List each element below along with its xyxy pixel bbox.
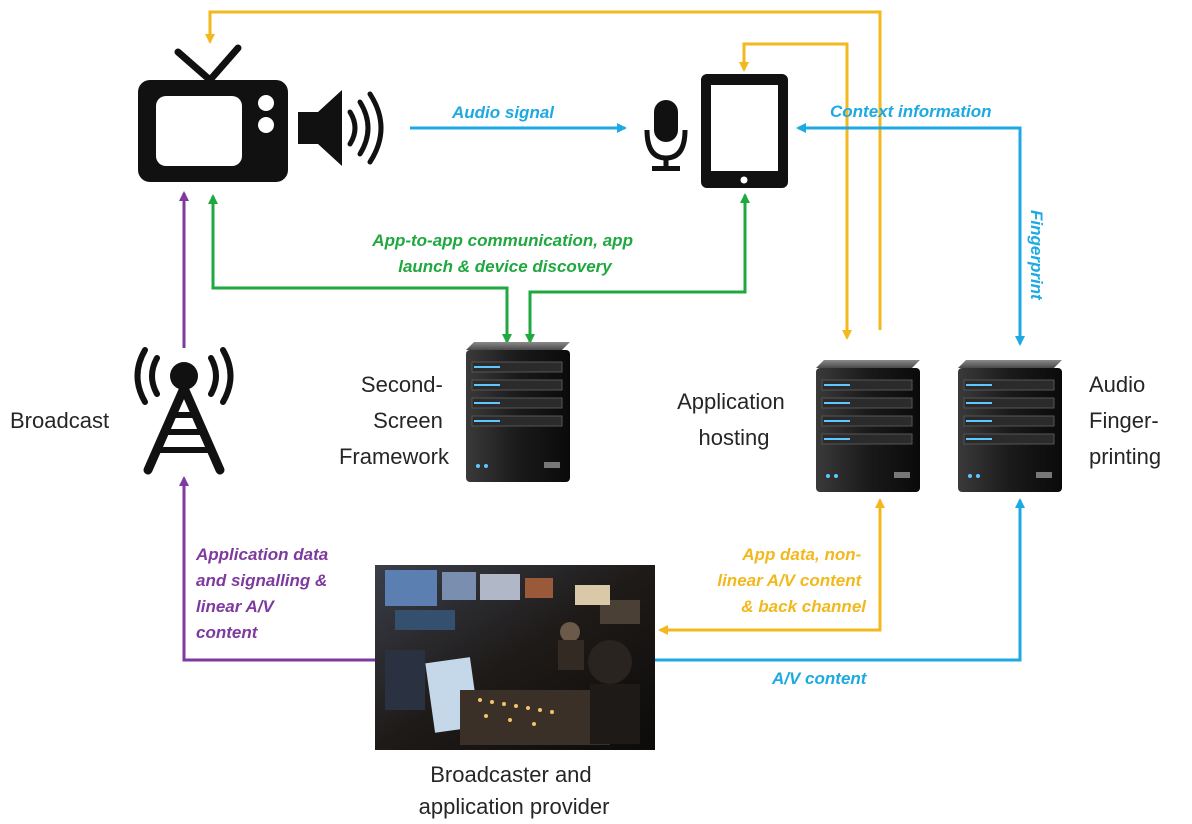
label-line: application provider <box>419 794 610 819</box>
label-line: Framework <box>339 444 450 469</box>
audio-signal-label: Audio signal <box>451 103 555 122</box>
tv-icon <box>138 44 288 182</box>
fingerprint-label: Fingerprint <box>1027 210 1046 301</box>
application-hosting-label: Application hosting <box>677 389 791 450</box>
edge-av-content <box>655 498 1025 662</box>
tablet-icon <box>701 74 788 188</box>
application-data-label: Application data and signalling & linear… <box>195 545 333 642</box>
label-line: & back channel <box>741 597 867 616</box>
label-line: printing <box>1089 444 1161 469</box>
label-line: Audio <box>1089 372 1145 397</box>
label-line: Broadcaster and <box>430 762 591 787</box>
control-room-photo <box>375 565 655 750</box>
edge-context-information <box>796 123 1022 320</box>
microphone-icon <box>644 100 688 171</box>
label-line: App-to-app communication, app <box>371 231 633 250</box>
audio-fingerprinting-label: Audio Finger- printing <box>1089 372 1165 469</box>
app-data-nonlinear-label: App data, non- linear A/V content & back… <box>717 545 867 616</box>
server-icon <box>958 360 1062 492</box>
edge-provider-to-broadcast <box>179 476 375 662</box>
label-line: linear A/V content <box>717 571 862 590</box>
label-line: Second- <box>361 372 443 397</box>
speaker-icon <box>298 90 384 166</box>
label-line: Finger- <box>1089 408 1159 433</box>
broadcast-label: Broadcast <box>10 408 109 433</box>
edge-hosting-to-tv <box>205 10 882 330</box>
label-line: hosting <box>699 425 770 450</box>
av-content-label: A/V content <box>771 669 868 688</box>
label-line: Application data <box>195 545 328 564</box>
context-information-label: Context information <box>830 102 992 121</box>
server-icon <box>466 342 570 482</box>
provider-label: Broadcaster and application provider <box>419 762 610 819</box>
app-to-app-label: App-to-app communication, app launch & d… <box>371 231 637 276</box>
label-line: content <box>196 623 259 642</box>
label-line: linear A/V <box>196 597 275 616</box>
broadcast-tower-icon <box>134 347 234 475</box>
label-line: App data, non- <box>741 545 861 564</box>
label-line: launch & device discovery <box>398 257 613 276</box>
server-icon <box>816 360 920 492</box>
label-line: Application <box>677 389 785 414</box>
label-line: and signalling & <box>196 571 327 590</box>
second-screen-label: Second- Screen Framework <box>339 372 450 469</box>
label-line: Screen <box>373 408 443 433</box>
